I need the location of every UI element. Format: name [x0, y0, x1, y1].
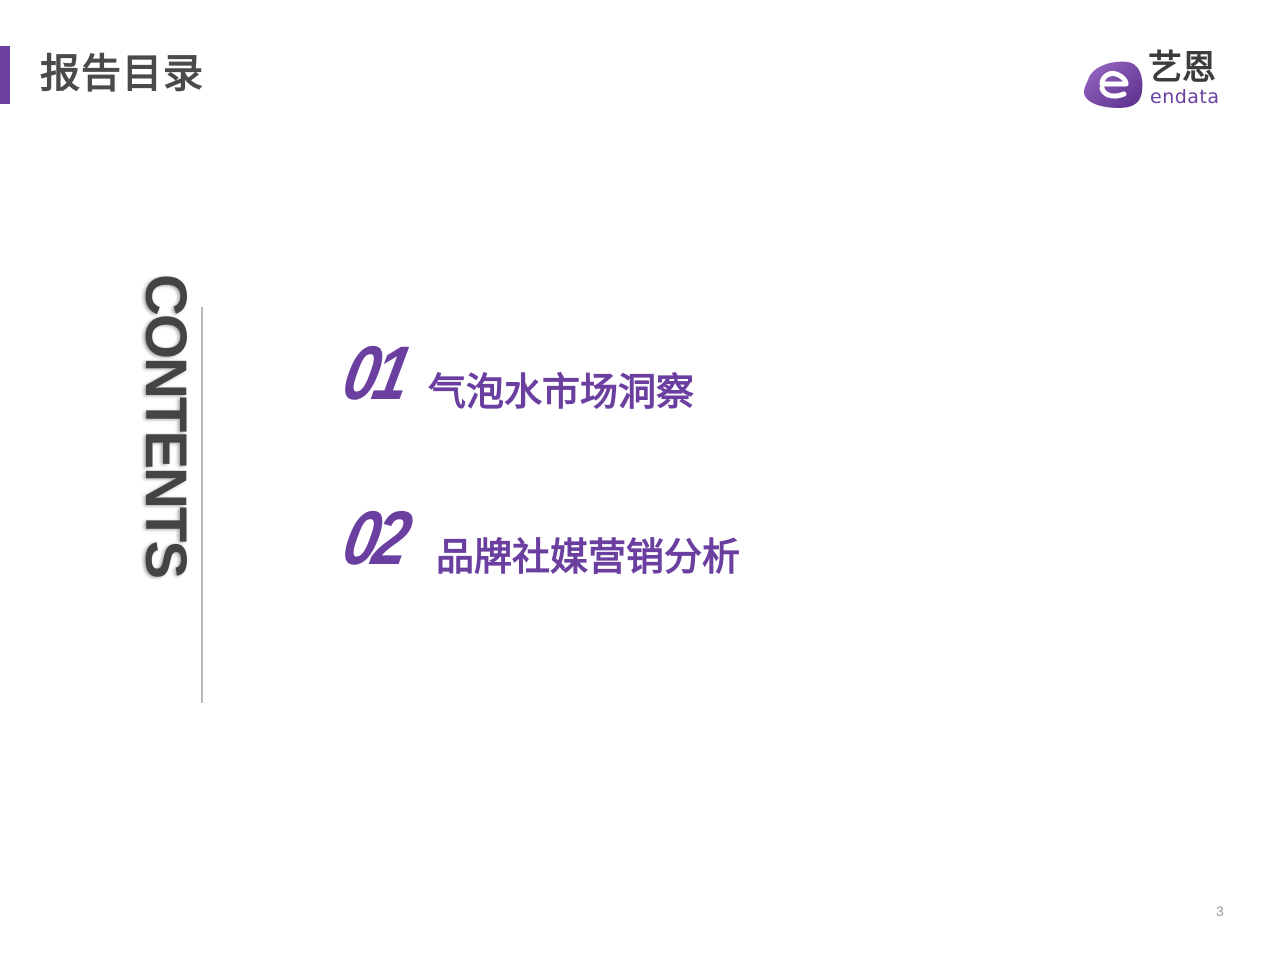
logo-english-text: endata [1150, 86, 1220, 108]
endata-logo: 艺恩 endata [1082, 48, 1232, 112]
endata-logo-icon [1084, 61, 1143, 108]
vertical-divider [201, 307, 203, 703]
page-title: 报告目录 [40, 51, 204, 97]
page-number: 3 [1216, 903, 1224, 919]
contents-text: CONTENTS [133, 274, 198, 577]
toc-item-number: 02 [336, 496, 414, 581]
logo-chinese-text: 艺恩 [1148, 48, 1216, 88]
toc-item-label: 气泡水市场洞察 [428, 370, 695, 414]
toc-item-label: 品牌社媒营销分析 [436, 535, 741, 579]
contents-vertical-label: CONTENTS [133, 274, 198, 577]
title-accent-bar [0, 46, 10, 104]
toc-item-1[interactable]: 01 气泡水市场洞察 [336, 331, 694, 416]
toc-item-2[interactable]: 02 品牌社媒营销分析 [336, 496, 740, 581]
toc-item-number: 01 [336, 331, 414, 416]
